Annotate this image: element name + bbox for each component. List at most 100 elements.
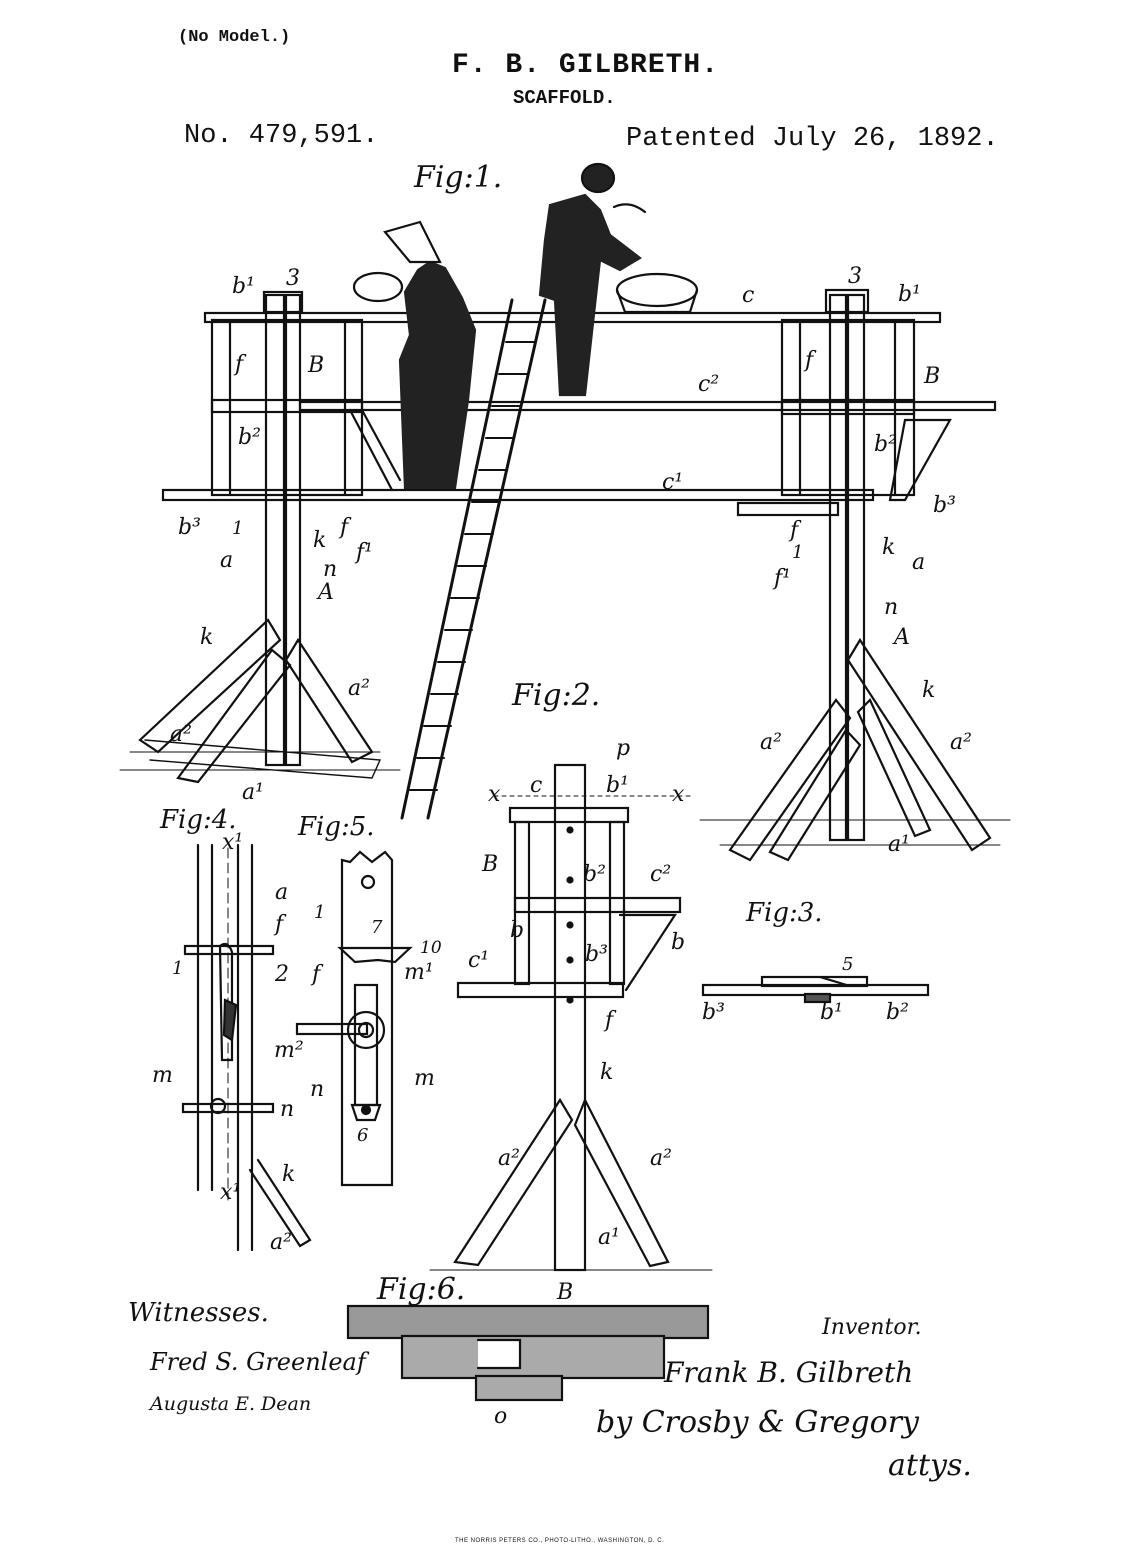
inventor-name: F. B. GILBRETH. (452, 50, 720, 81)
label-f-right: f (805, 348, 814, 373)
label-c1: c¹ (662, 470, 684, 495)
label-n-fig4: n (280, 1097, 295, 1122)
label-k-left: k (313, 528, 327, 553)
label-6-fig5: 6 (357, 1125, 369, 1146)
label-m1-fig5: m¹ (404, 960, 434, 985)
label-o-fig6: o (494, 1404, 508, 1429)
label-k-leg-right: k (922, 678, 936, 703)
label-a1-fig2: a¹ (598, 1225, 620, 1250)
label-c-fig2: c (530, 773, 543, 798)
label-c2: c² (698, 372, 720, 397)
fig6-drawing (346, 1304, 710, 1402)
label-B-right: B (924, 364, 941, 389)
label-f-lower-right: f (790, 518, 799, 543)
fig5-title: Fig:5. (298, 812, 375, 842)
patent-number: No. 479,591. (184, 121, 379, 151)
label-c-top: c (742, 283, 755, 308)
label-a2-right-right: a² (950, 730, 972, 755)
fig6-title: Fig:6. (377, 1272, 466, 1307)
label-a-right: a (912, 550, 926, 575)
label-x-left: x (488, 782, 501, 807)
fig2-drawing (429, 763, 713, 1272)
label-b1-left: b¹ (232, 274, 255, 299)
model-note: (No Model.) (178, 28, 291, 47)
fig2-title: Fig:2. (512, 678, 601, 713)
label-1-fig5: 1 (314, 902, 326, 923)
label-f-fig2: f (605, 1008, 614, 1033)
witnesses-heading: Witnesses. (128, 1298, 269, 1328)
label-a2-fig4: a² (270, 1230, 292, 1255)
label-a1-left: a¹ (242, 780, 264, 805)
label-B-fig6: B (557, 1280, 574, 1305)
label-b2-left: b² (238, 425, 261, 450)
inventor-heading: Inventor. (822, 1315, 922, 1340)
label-B-left: B (308, 353, 325, 378)
label-1-right: 1 (792, 542, 804, 563)
witness-signature-1: Fred S. Greenleaf (150, 1348, 366, 1376)
label-k-right: k (882, 535, 896, 560)
label-a2-left-right: a² (348, 676, 370, 701)
label-b-fig2-left: b (510, 918, 525, 943)
label-f-left: f (235, 352, 244, 377)
printer-credit: THE NORRIS PETERS CO., PHOTO-LITHO., WAS… (455, 1538, 665, 1544)
fig4-drawing (181, 843, 312, 1252)
fig3-drawing (701, 975, 930, 1004)
label-a2-right-left: a² (760, 730, 782, 755)
label-k-fig4: k (282, 1162, 296, 1187)
label-b3-left: b³ (178, 515, 201, 540)
attorneys-signature: by Crosby & Gregory (596, 1405, 919, 1440)
label-f1-right: f¹ (774, 566, 791, 591)
label-b2-right: b² (874, 432, 897, 457)
label-a1-right: a¹ (888, 832, 910, 857)
label-p: p (616, 736, 631, 761)
label-x1-bottom: x¹ (220, 1180, 242, 1205)
label-b3-fig3: b³ (702, 1000, 725, 1025)
inventor-signature: Frank B. Gilbreth (664, 1356, 914, 1389)
witness-signature-2: Augusta E. Dean (150, 1393, 312, 1415)
label-b2-fig3: b² (886, 1000, 909, 1025)
label-3-left: 3 (286, 266, 300, 291)
fig4-title: Fig:4. (160, 805, 237, 835)
label-m2-fig5: m² (274, 1038, 304, 1063)
patent-date: Patented July 26, 1892. (626, 124, 999, 154)
label-10-fig5: 10 (420, 938, 442, 958)
label-1-fig4: 1 (172, 958, 184, 979)
label-3-right: 3 (848, 264, 862, 289)
fig5-drawing (295, 850, 413, 1187)
label-x1-top: x¹ (222, 830, 244, 855)
label-a2-left-left: a² (170, 722, 192, 747)
label-b2-fig2: b² (583, 862, 606, 887)
label-b1-fig2: b¹ (606, 773, 629, 798)
label-B-fig2: B (482, 852, 499, 877)
label-f-lower-left: f (340, 515, 349, 540)
patent-title: SCAFFOLD. (513, 87, 616, 109)
label-a2-fig2-right: a² (650, 1146, 672, 1171)
label-m-fig5: m (414, 1066, 435, 1091)
label-2-fig4: 2 (275, 962, 289, 987)
label-n-fig5: n (310, 1077, 325, 1102)
attorneys-abbrev: attys. (888, 1448, 972, 1483)
label-7-fig5: 7 (371, 917, 383, 938)
label-k-leg-left: k (200, 625, 214, 650)
label-n-left: n (323, 557, 338, 582)
label-b3-right: b³ (933, 493, 956, 518)
label-a-left: a (220, 548, 234, 573)
label-a-fig4: a (275, 880, 289, 905)
label-b-fig2-right: b (671, 930, 686, 955)
label-n-right: n (884, 595, 899, 620)
label-b1-right: b¹ (898, 282, 921, 307)
label-m-fig4: m (152, 1063, 173, 1088)
label-c2-fig2: c² (650, 862, 672, 887)
label-1-left: 1 (232, 518, 244, 539)
label-x-right: x (672, 782, 685, 807)
label-A-right: A (894, 625, 910, 650)
label-f1-left: f¹ (356, 540, 373, 565)
label-b3-fig2: b³ (585, 942, 608, 967)
label-f-fig5: f (312, 962, 321, 987)
label-A-left: A (318, 580, 334, 605)
label-b1-fig3: b¹ (820, 1000, 843, 1025)
label-5: 5 (842, 954, 854, 975)
fig1-title: Fig:1. (414, 160, 503, 195)
label-c1-fig2: c¹ (468, 948, 490, 973)
